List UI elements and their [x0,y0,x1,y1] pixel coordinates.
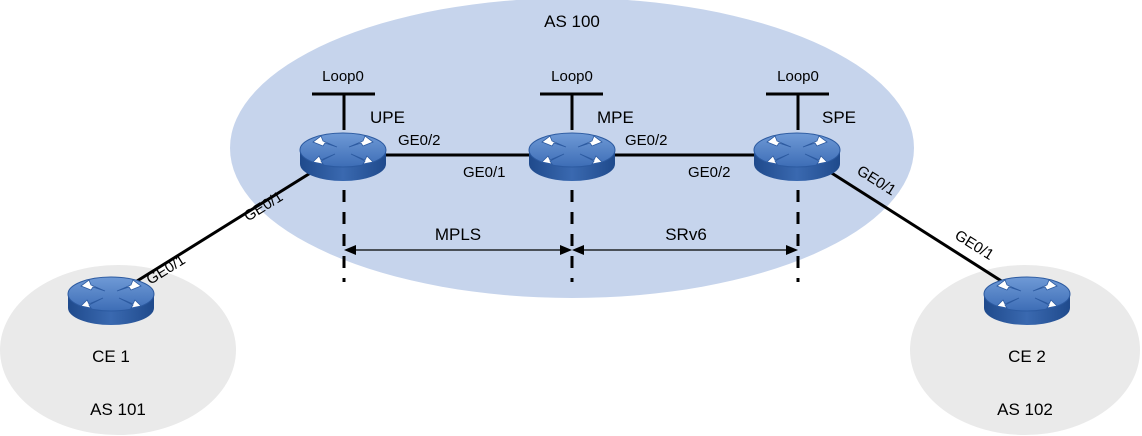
interface-label-spe-ge02: GE0/2 [688,164,731,181]
srv6-segment-arrow [572,245,798,255]
loopback-label-upe: Loop0 [322,68,364,85]
device-label-ce2: CE 2 [1008,347,1046,366]
device-label-ce1: CE 1 [92,347,130,366]
loopback-mpe [540,92,603,130]
device-label-spe: SPE [822,108,856,127]
as102-area [910,265,1140,435]
device-label-upe: UPE [370,108,405,127]
device-label-mpe: MPE [597,108,634,127]
segment-label-mpls: MPLS [435,225,481,244]
as101-label: AS 101 [90,400,146,419]
as100-label: AS 100 [544,12,600,31]
interface-label-mpe-ge01: GE0/1 [463,164,506,181]
router-spe-icon [753,132,841,182]
mpls-segment-arrow [344,245,572,255]
router-upe-icon [299,132,387,182]
segment-label-srv6: SRv6 [665,225,707,244]
loopback-label-spe: Loop0 [777,68,819,85]
link-spe-ce2 [829,170,1026,298]
link-ce1-upe [112,170,313,298]
loopback-label-mpe: Loop0 [551,68,593,85]
router-mpe-icon [528,132,616,182]
router-ce1-icon [67,276,155,326]
interface-label-ce2-ge01: GE0/1 [952,227,997,264]
loopback-spe [766,92,829,130]
as102-label: AS 102 [997,400,1053,419]
loopback-upe [312,92,375,130]
as101-area [0,265,236,435]
interface-label-upe-ge02: GE0/2 [398,132,441,149]
interface-label-mpe-ge02: GE0/2 [625,132,668,149]
router-ce2-icon [983,276,1071,326]
